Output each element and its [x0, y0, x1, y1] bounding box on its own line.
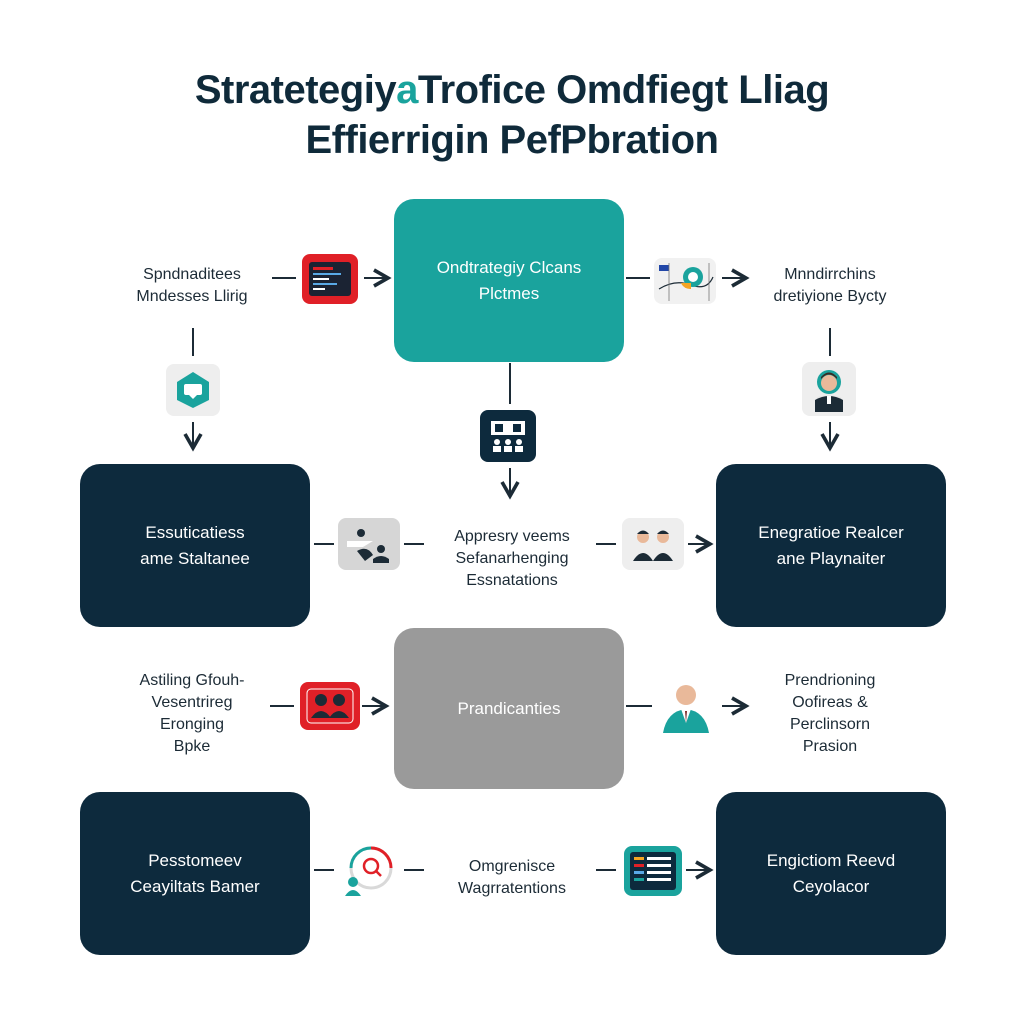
box-center-gray-line-1: Prandicanties: [457, 698, 561, 718]
label-row3-left-line-2: Vesentrireg: [151, 694, 233, 711]
label-row3-left-line-3: Eronging: [159, 716, 225, 733]
box-bottom-left: Pesstomeev Ceayiltats Bamer: [80, 792, 310, 955]
label-bottom-center-line-2: Wagrratentions: [458, 880, 566, 897]
label-row3-left-line-4: Bpke: [173, 738, 211, 755]
analytics-cycle-icon: [340, 844, 398, 896]
label-row3-right-line-2: Oofireas &: [792, 694, 868, 711]
box-top-center: Ondtrategiy Clcans Plctmes: [394, 199, 624, 362]
box-mid-left-line-1: Essuticatiess: [145, 522, 245, 542]
label-top-right-line-2: dretiyione Bycty: [773, 288, 887, 305]
code-window-icon: [302, 254, 358, 304]
two-people-icon: [622, 518, 684, 570]
label-row3-right: Prendrioning Oofireas & Perclinsorn Pras…: [750, 670, 910, 758]
data-list-icon: [624, 846, 682, 896]
group-icon: [300, 682, 360, 730]
box-bottom-right-line-2: Ceyolacor: [792, 876, 870, 896]
label-mid-center-line-2: Sefanarhenging: [455, 550, 569, 567]
box-bottom-right-line-1: Engictiom Reevd: [766, 850, 896, 870]
label-row3-right-line-1: Prendrioning: [784, 672, 876, 689]
box-mid-right: Enegratioe Realcer ane Playnaiter: [716, 464, 946, 627]
label-top-left-line-1: Spndnaditees: [143, 266, 241, 283]
box-bottom-left-line-1: Pesstomeev: [148, 850, 242, 870]
box-bottom-right: Engictiom Reevd Ceyolacor: [716, 792, 946, 955]
label-row3-right-line-4: Prasion: [802, 738, 858, 755]
chat-bubble-icon: [166, 364, 220, 416]
businessman-icon: [656, 680, 716, 734]
box-mid-left: Essuticatiess ame Staltanee: [80, 464, 310, 627]
chart-sheet-icon: [654, 258, 716, 304]
label-top-left-line-2: Mndesses Llirig: [136, 288, 248, 305]
handshake-icon: [338, 518, 400, 570]
label-row3-left-line-1: Astiling Gfouh-: [139, 672, 245, 689]
label-top-left: Spndnaditees Mndesses Llirig: [112, 264, 272, 308]
box-center-gray: Prandicanties: [394, 628, 624, 789]
box-top-center-line-2: Plctmes: [478, 283, 540, 303]
person-avatar-icon: [802, 362, 856, 416]
label-row3-right-line-3: Perclinsorn: [789, 716, 871, 733]
label-top-right: Mnndirrchins dretiyione Bycty: [750, 264, 910, 308]
team-presentation-icon: [480, 410, 536, 462]
label-bottom-center: Omgrenisce Wagrratentions: [428, 856, 596, 900]
diagram-title-line-1: StratetegiyaTrofice Omdfiegt Lliag: [194, 68, 830, 112]
label-row3-left: Astiling Gfouh- Vesentrireg Eronging Bpk…: [114, 670, 270, 758]
label-bottom-center-line-1: Omgrenisce: [468, 858, 556, 875]
box-top-center-line-1: Ondtrategiy Clcans: [436, 257, 582, 277]
label-mid-center: Appresry veems Sefanarhenging Essnatatio…: [428, 526, 596, 592]
label-mid-center-line-1: Appresry veems: [454, 528, 570, 545]
label-mid-center-line-3: Essnatations: [466, 572, 558, 589]
box-bottom-left-line-2: Ceayiltats Bamer: [130, 876, 260, 896]
box-mid-right-line-1: Enegratioe Realcer: [758, 522, 904, 542]
box-mid-right-line-2: ane Playnaiter: [776, 548, 886, 568]
diagram-title-line-2: Effierrigin PefPbration: [305, 118, 720, 162]
box-mid-left-line-2: ame Staltanee: [140, 548, 250, 568]
label-top-right-line-1: Mnndirrchins: [784, 266, 876, 283]
